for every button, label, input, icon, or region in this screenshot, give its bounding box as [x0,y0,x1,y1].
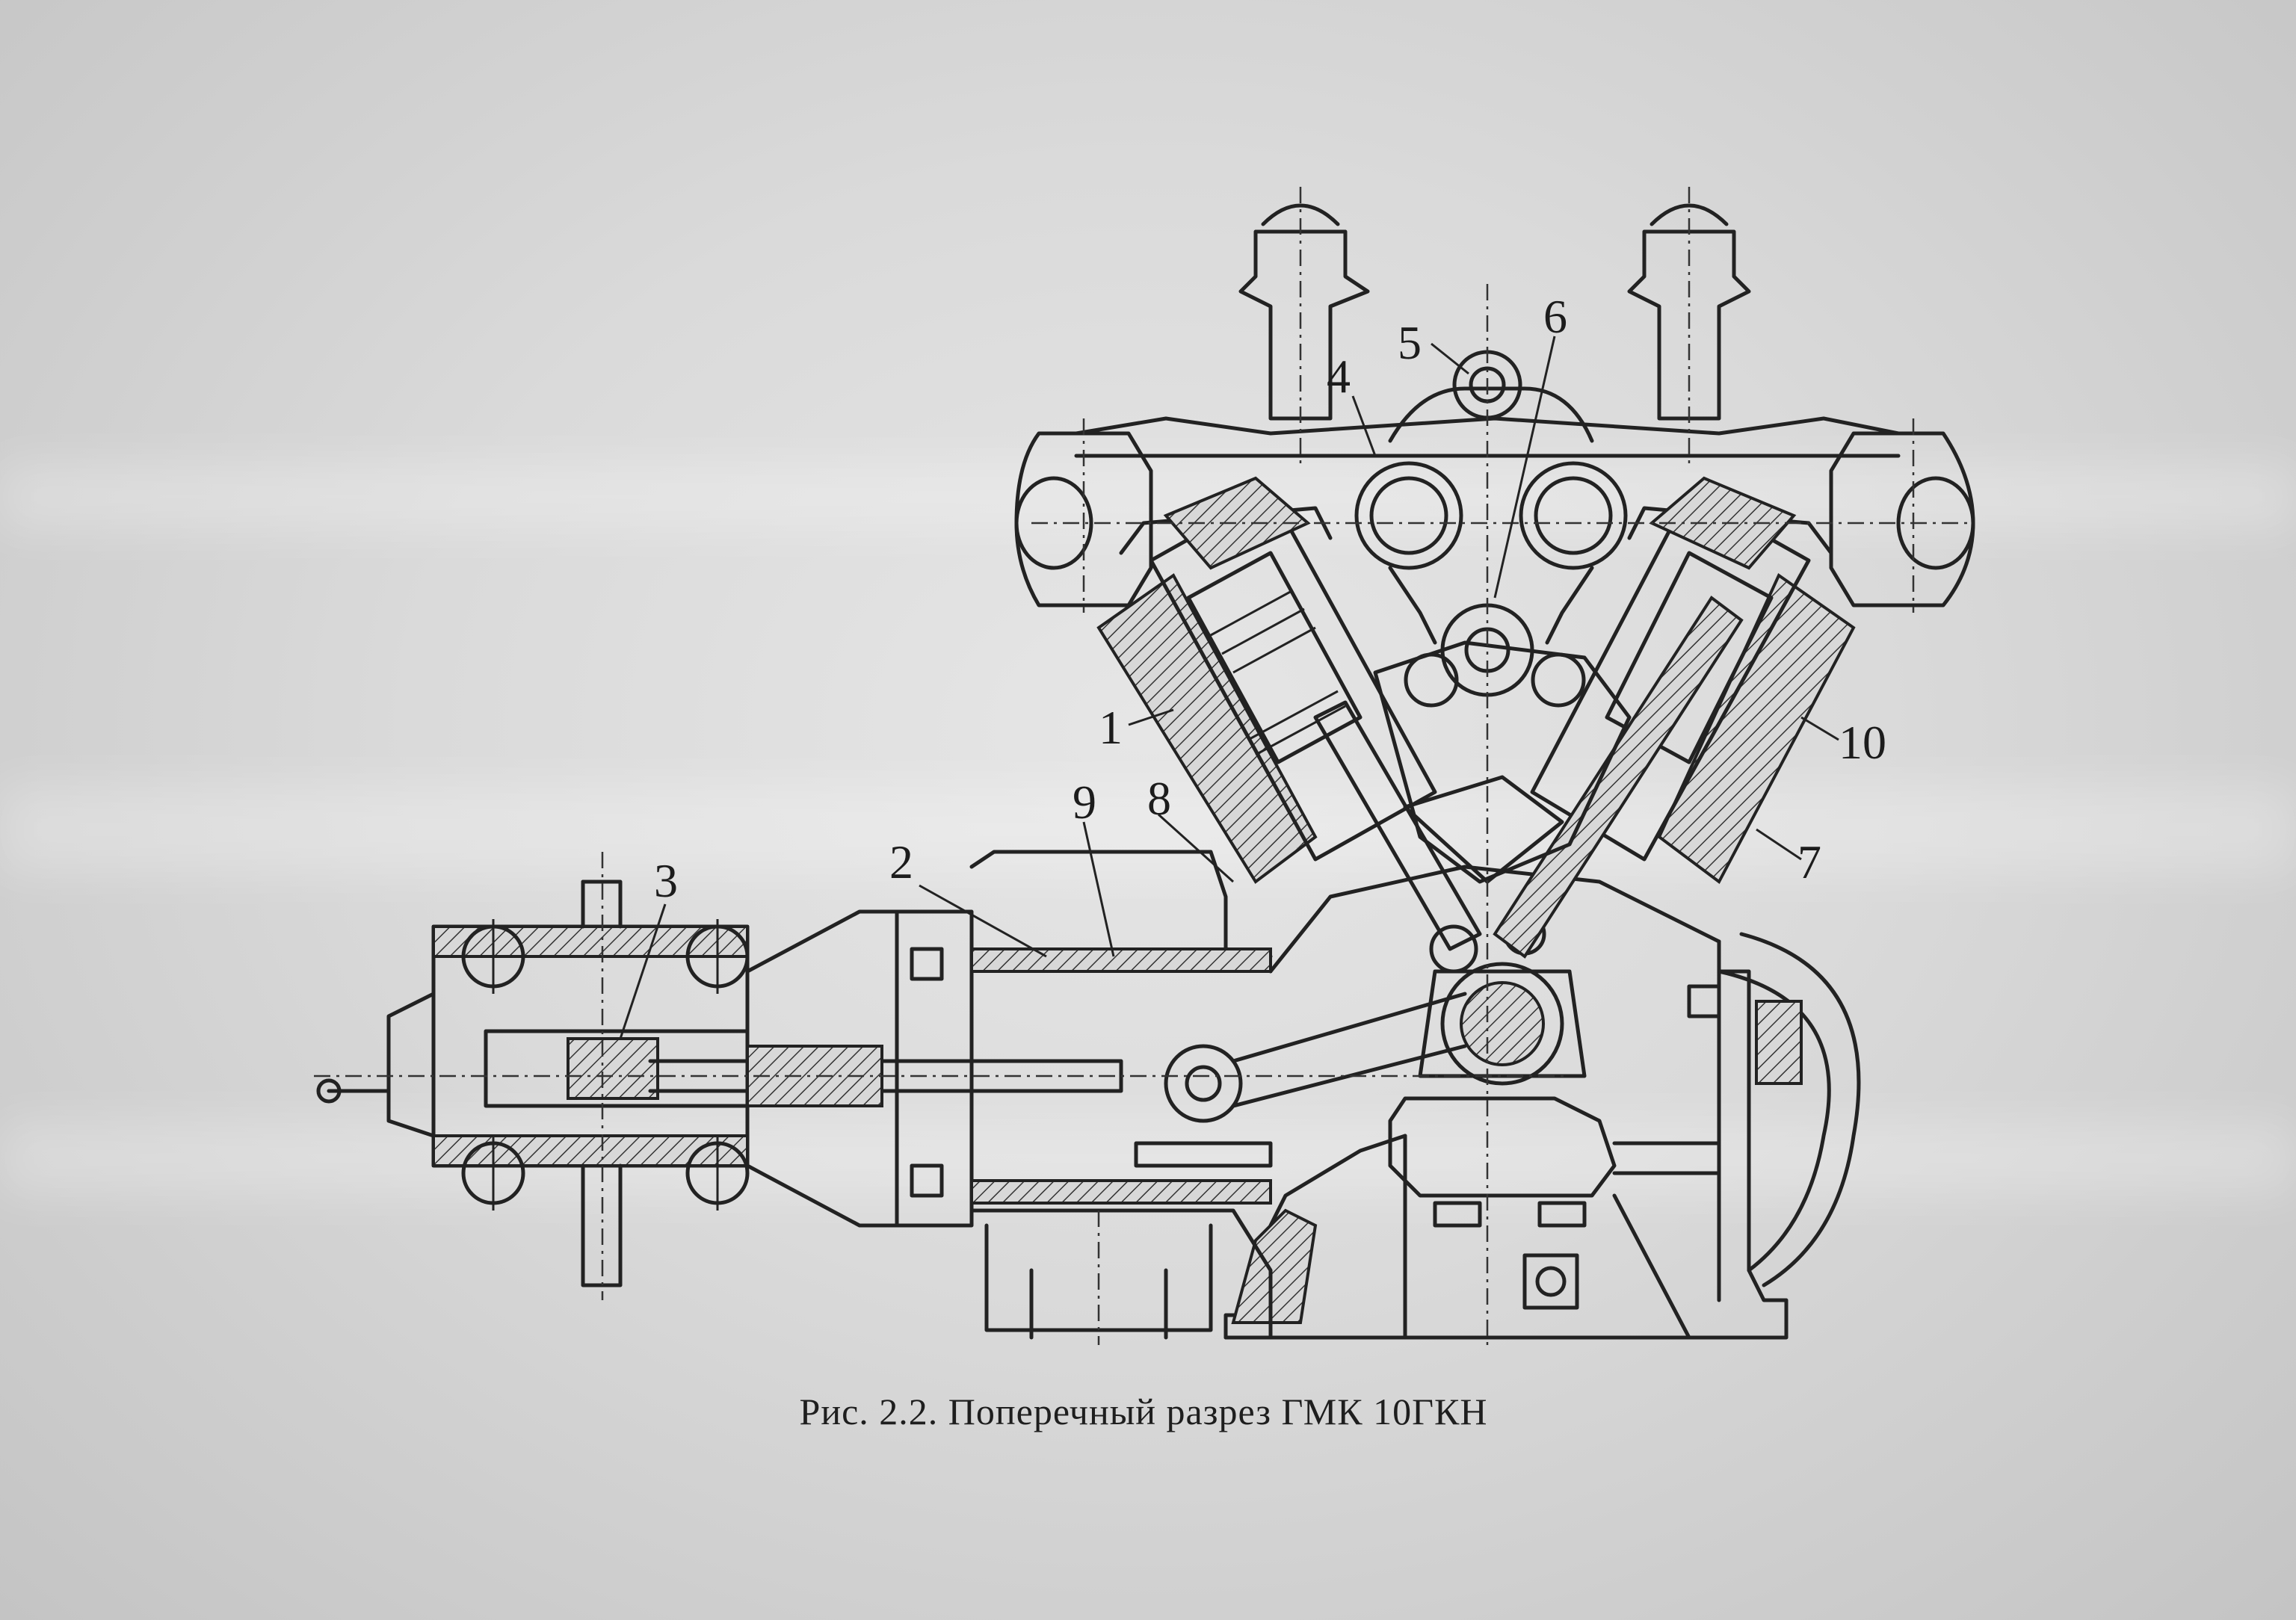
callout-6: 6 [1543,290,1567,343]
callout-10: 10 [1839,716,1886,769]
figure-caption: Рис. 2.2. Поперечный разрез ГМК 10ГКН [799,1391,1488,1432]
side-drums [1014,431,1975,608]
callout-2: 2 [889,835,913,888]
crankcase [1268,865,1861,1302]
crankshaft [1418,912,1587,1086]
callout-5: 5 [1398,316,1422,369]
left-cylinder [1096,476,1482,951]
crank-lower [1388,1096,1721,1198]
right-cylinder [1493,476,1856,959]
crosshead-guide [969,850,1467,1340]
callout-numbers: 1 2 3 4 5 6 7 8 9 10 [654,290,1886,907]
scan-band [0,785,2296,874]
callout-4: 4 [1327,350,1351,403]
callout-3: 3 [654,854,678,907]
leader-lines [619,336,1839,1039]
center-lines [314,284,1973,1345]
callout-9: 9 [1073,776,1096,829]
compressor-cylinder [316,879,750,1287]
intake-stacks [1238,187,1751,463]
callout-7: 7 [1797,835,1821,888]
callout-1: 1 [1099,701,1123,754]
callout-8: 8 [1147,772,1171,825]
